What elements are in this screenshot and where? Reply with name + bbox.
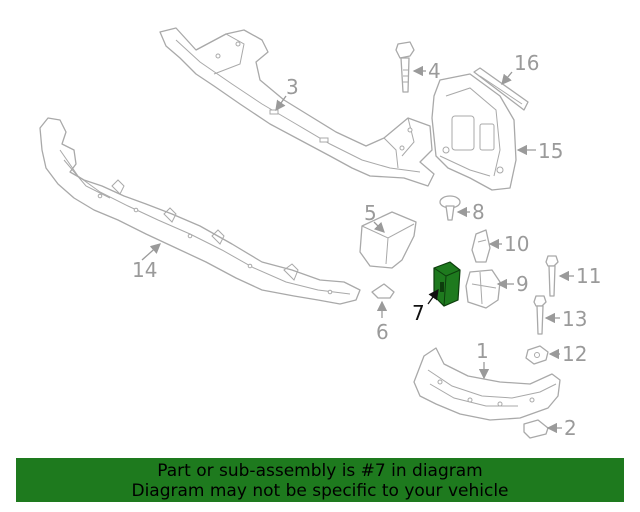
banner-line-1: Part or sub-assembly is #7 in diagram [157,461,483,481]
callout-labels: 4 3 16 15 8 5 10 14 9 11 6 13 12 1 2 7 [132,51,601,440]
part-11-bolt [545,255,559,297]
leader-lines [141,65,574,434]
part-7-highlighted [433,261,461,307]
callout-6: 6 [376,320,389,344]
banner-line-2: Diagram may not be specific to your vehi… [131,481,509,501]
leader-16 [501,71,513,85]
part-8-clip [439,195,461,221]
part-6-clip [371,283,395,299]
leader-5 [373,221,385,233]
callout-7: 7 [412,301,425,325]
callout-13: 13 [562,307,587,331]
part-1-bracket [413,347,561,421]
part-15-bracket [431,73,517,191]
callout-15: 15 [538,139,563,163]
leader-3 [275,95,287,112]
part-3-reinforcement [159,27,435,187]
part-4-bolt [395,41,415,93]
part-14-lower-bar [39,117,361,305]
part-10-bracket [471,229,491,263]
callout-16: 16 [514,51,539,75]
part-13-bolt [533,295,547,335]
leader-14 [141,243,161,261]
callout-10: 10 [504,232,529,256]
info-banner: Part or sub-assembly is #7 in diagram Di… [16,458,624,502]
callout-2: 2 [564,416,577,440]
callout-8: 8 [472,200,485,224]
callout-11: 11 [576,264,601,288]
callout-9: 9 [516,272,529,296]
part-12-nut [525,345,549,365]
part-2-clip [523,419,549,439]
callout-4: 4 [428,59,441,83]
leader-7 [427,288,439,305]
part-16-strip [473,67,529,111]
callout-3: 3 [286,75,299,99]
callout-12: 12 [562,342,587,366]
callout-14: 14 [132,258,157,282]
callout-1: 1 [476,339,489,363]
part-9-bracket [465,269,501,309]
callout-5: 5 [364,201,377,225]
